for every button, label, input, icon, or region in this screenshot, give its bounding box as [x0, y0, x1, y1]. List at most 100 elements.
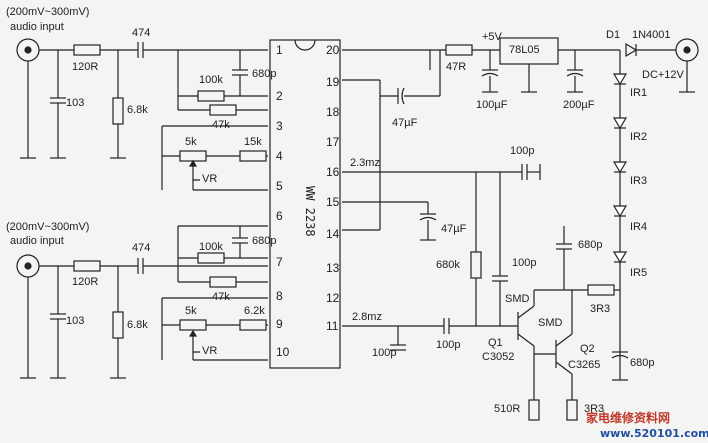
resistor-3r3-b: [566, 399, 578, 421]
label-smd2: SMD: [538, 317, 563, 329]
label-47uf-b: 47µF: [441, 223, 467, 235]
label-plus5v: +5V: [482, 31, 502, 43]
label-103-bottom: 103: [66, 315, 85, 327]
pin-12: 12: [326, 291, 340, 305]
label-ir1: IR1: [630, 87, 648, 99]
resistor-680k: [470, 251, 482, 279]
pin-10: 10: [276, 345, 290, 359]
label-100p-11: 100p: [436, 339, 461, 351]
resistor-120r-bottom: [73, 260, 101, 272]
pin-6: 6: [276, 209, 283, 223]
label-1n4001: 1N4001: [632, 29, 671, 41]
bottom-input-range: (200mV~300mV): [6, 221, 90, 233]
label-q2: Q2: [580, 343, 595, 355]
label-100p-q: 100p: [512, 257, 537, 269]
led-ir5-symbol: [612, 251, 628, 264]
label-15k: 15k: [244, 136, 262, 148]
label-47k-bottom: 47k: [212, 291, 230, 303]
diode-d1: [625, 42, 638, 58]
label-47k-top: 47k: [212, 119, 230, 131]
label-vr-bottom: VR: [202, 345, 218, 357]
resistor-3r3-a: [587, 284, 615, 296]
label-100k-top: 100k: [199, 74, 223, 86]
resistor-120r-top: [73, 44, 101, 56]
label-dc12v: DC+12V: [642, 69, 684, 81]
label-c3265: C3265: [568, 359, 601, 371]
pin-13: 13: [326, 261, 340, 275]
ic-name: WW 2238: [303, 186, 317, 237]
resistor-100k-top: [197, 90, 225, 102]
pin-9: 9: [276, 317, 283, 331]
pin-7: 7: [276, 255, 283, 269]
pin-15: 15: [326, 195, 340, 209]
label-2-8mz: 2.8mz: [352, 311, 382, 323]
label-47uf-a: 47µF: [392, 117, 418, 129]
pin-3: 3: [276, 119, 283, 133]
pin-4: 4: [276, 149, 283, 163]
label-d1: D1: [606, 29, 621, 41]
bottom-input-label: audio input: [10, 235, 64, 247]
resistor-100k-bottom: [197, 252, 225, 264]
label-3r3-b: 3R3: [584, 403, 605, 415]
top-input-range: (200mV~300mV): [6, 6, 90, 18]
label-q1: Q1: [488, 337, 503, 349]
label-100uf: 100µF: [476, 99, 508, 111]
label-103-top: 103: [66, 97, 85, 109]
dc-jack: [675, 38, 699, 93]
label-100p-11b: 100p: [372, 347, 397, 359]
label-474-top: 474: [132, 27, 151, 39]
pin-11: 11: [326, 319, 339, 333]
resistor-5k-top: [179, 150, 207, 162]
label-200uf: 200µF: [563, 99, 595, 111]
label-47r: 47R: [446, 61, 467, 73]
watermark-title: 家电维修资料网: [586, 411, 671, 425]
label-680p-bottom: 680p: [252, 235, 277, 247]
label-ir4: IR4: [630, 221, 648, 233]
label-c3052: C3052: [482, 351, 515, 363]
led-ir3-symbol: [612, 161, 628, 174]
resistor-47k-bottom: [209, 276, 237, 288]
pin-1: 1: [276, 43, 283, 57]
label-100k-bottom: 100k: [199, 241, 223, 253]
pin-14: 14: [326, 227, 340, 241]
label-6k2: 6.2k: [244, 305, 265, 317]
label-5k-bottom: 5k: [185, 305, 197, 317]
label-5k-top: 5k: [185, 136, 197, 148]
label-78l05: 78L05: [509, 44, 540, 56]
resistor-5k-bottom: [179, 319, 207, 331]
pin-16: 16: [326, 165, 340, 179]
pin-2: 2: [276, 89, 283, 103]
pin-5: 5: [276, 179, 283, 193]
resistor-510r: [528, 399, 540, 421]
resistor-6k8-bottom: [112, 311, 124, 339]
resistor-6k2: [239, 319, 267, 331]
top-input-label: audio input: [10, 21, 64, 33]
watermark-url: www.520101.com: [600, 427, 708, 440]
label-2-3mz: 2.3mz: [350, 157, 380, 169]
label-510r: 510R: [494, 403, 521, 415]
label-ir2: IR2: [630, 131, 648, 143]
ic-body: [269, 39, 341, 369]
label-100p-16: 100p: [510, 145, 535, 157]
led-ir1-symbol: [612, 73, 628, 86]
transistor-q1: [517, 305, 535, 347]
label-vr-top: VR: [202, 173, 218, 185]
led-ir4-symbol: [612, 205, 628, 218]
label-6k8-bottom: 6.8k: [127, 319, 148, 331]
label-3r3-a: 3R3: [590, 303, 611, 315]
pin-20: 20: [326, 43, 340, 57]
label-ir3: IR3: [630, 175, 648, 187]
label-smd1: SMD: [505, 293, 530, 305]
resistor-6k8-top: [112, 97, 124, 125]
resistor-47k-top: [209, 104, 237, 116]
label-6k8-top: 6.8k: [127, 104, 148, 116]
label-680p-out: 680p: [630, 357, 655, 369]
pin-19: 19: [326, 75, 340, 89]
label-120r-bottom: 120R: [72, 276, 99, 288]
label-680p-q: 680p: [578, 239, 603, 251]
label-120r-top: 120R: [72, 61, 99, 73]
label-680k: 680k: [436, 259, 460, 271]
label-474-bottom: 474: [132, 242, 151, 254]
